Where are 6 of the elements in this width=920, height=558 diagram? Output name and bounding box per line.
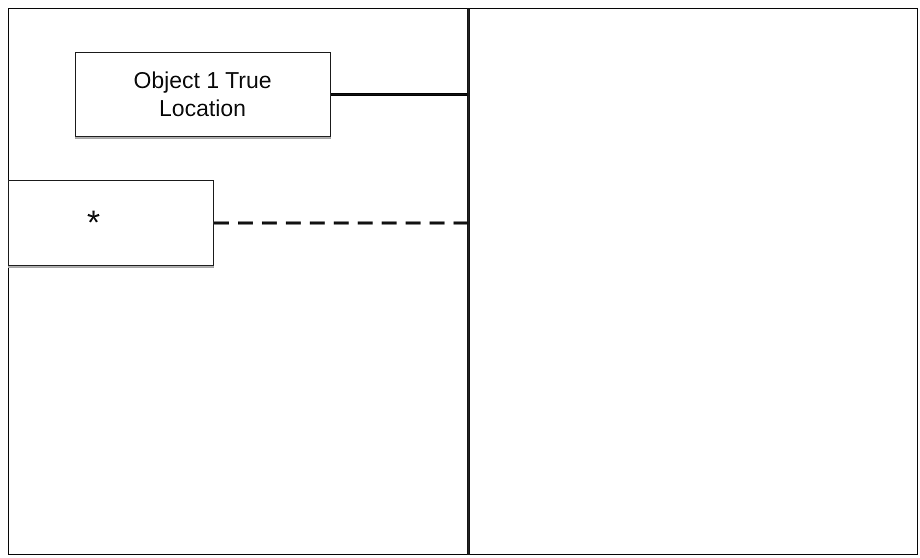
dashed-connector [214, 222, 468, 224]
connector-line [331, 93, 468, 96]
label-box: * [8, 180, 214, 266]
label-box: Object 1 True Location [74, 52, 330, 136]
panel-frame [8, 8, 469, 555]
panel-frame [467, 8, 918, 555]
